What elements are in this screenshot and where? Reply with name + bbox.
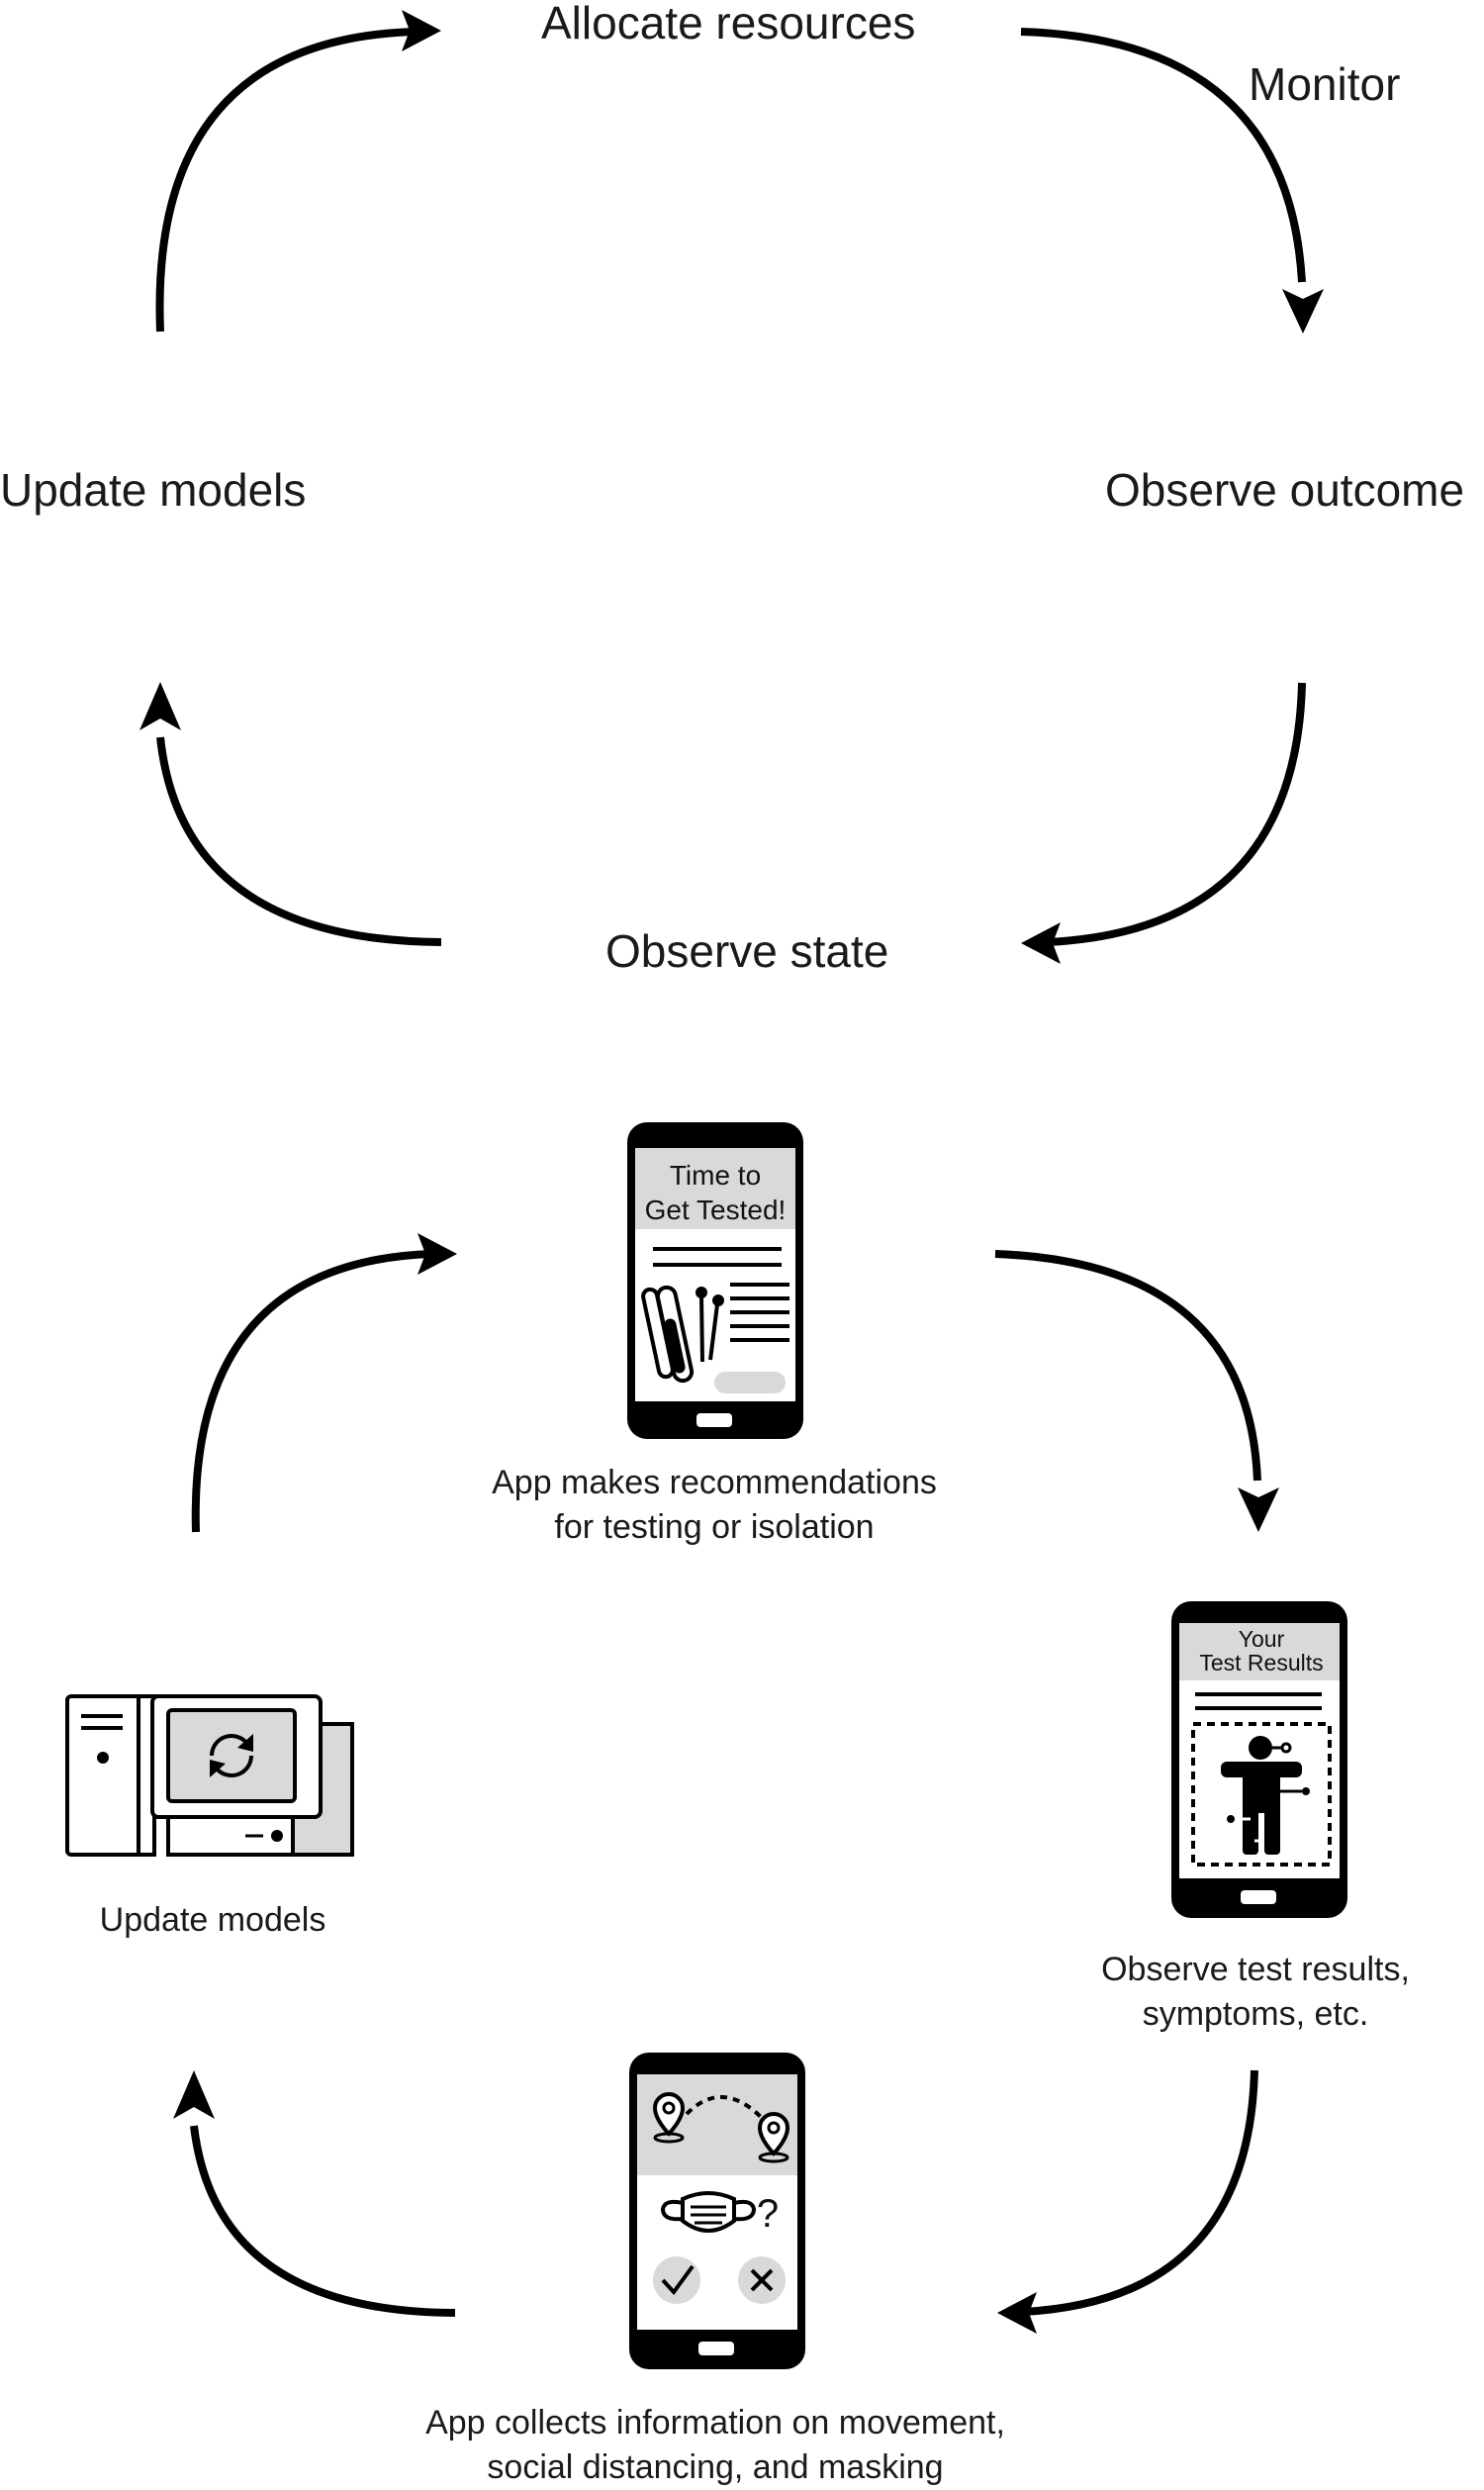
computer-icon [65,1694,354,1857]
caption-test-results: Observe test results, symptoms, etc. [1076,1948,1435,2037]
refresh-icon [210,1734,253,1777]
check-icon [653,2256,700,2304]
caption-recommendations-line-1: App makes recommendations [492,1464,937,1501]
test-tube-icon [641,1285,695,1384]
arrow-monitor [1020,28,1324,334]
arrow-state-to-update [139,682,442,946]
caption-collects-info-line-2: social distancing, and masking [487,2448,944,2486]
label-monitor: Monitor [1249,58,1401,110]
phone-recommend-line-2: Get Tested! [645,1195,787,1225]
caption-recommendations-line-2: for testing or isolation [554,1508,875,1546]
question-mark: ? [757,2192,779,2236]
arrow-recommend-to-results [994,1250,1279,1532]
phone-results-line-2: Test Results [1199,1650,1323,1676]
caption-collects-info: App collects information on movement, so… [356,2401,1074,2490]
location-pin-icon [757,2111,790,2163]
caption-test-results-line-1: Observe test results, [1101,1951,1410,1988]
label-update-models-top: Update models [0,464,307,516]
caption-collects-info-line-1: App collects information on movement, [425,2404,1005,2442]
arrow-results-to-collect [997,2069,1258,2334]
swab-icon [696,1287,724,1363]
phone-recommend: Time to Get Tested! [627,1122,803,1439]
phone-recommend-line-1: Time to [670,1160,761,1191]
arrow-collect-to-computer [173,2070,456,2317]
label-observe-state: Observe state [605,925,889,977]
label-observe-outcome: Observe outcome [1105,464,1465,516]
phone-results: Your Test Results [1171,1601,1347,1918]
caption-recommendations: App makes recommendations for testing or… [443,1461,985,1550]
body-icon [1221,1736,1310,1855]
x-icon [738,2256,786,2304]
face-mask-icon [660,2191,757,2233]
arrow-outcome-to-state [1021,682,1306,964]
arrow-computer-to-recommend [191,1233,457,1533]
label-allocate-resources: Allocate resources [541,0,916,48]
caption-update-models: Update models [99,1901,326,1939]
arrow-update-to-allocate [155,10,441,333]
caption-test-results-line-2: symptoms, etc. [1142,1995,1369,2033]
phone-results-line-1: Your [1239,1626,1285,1652]
location-pin-icon [652,2091,686,2144]
phone-collect: ? [629,2053,805,2369]
